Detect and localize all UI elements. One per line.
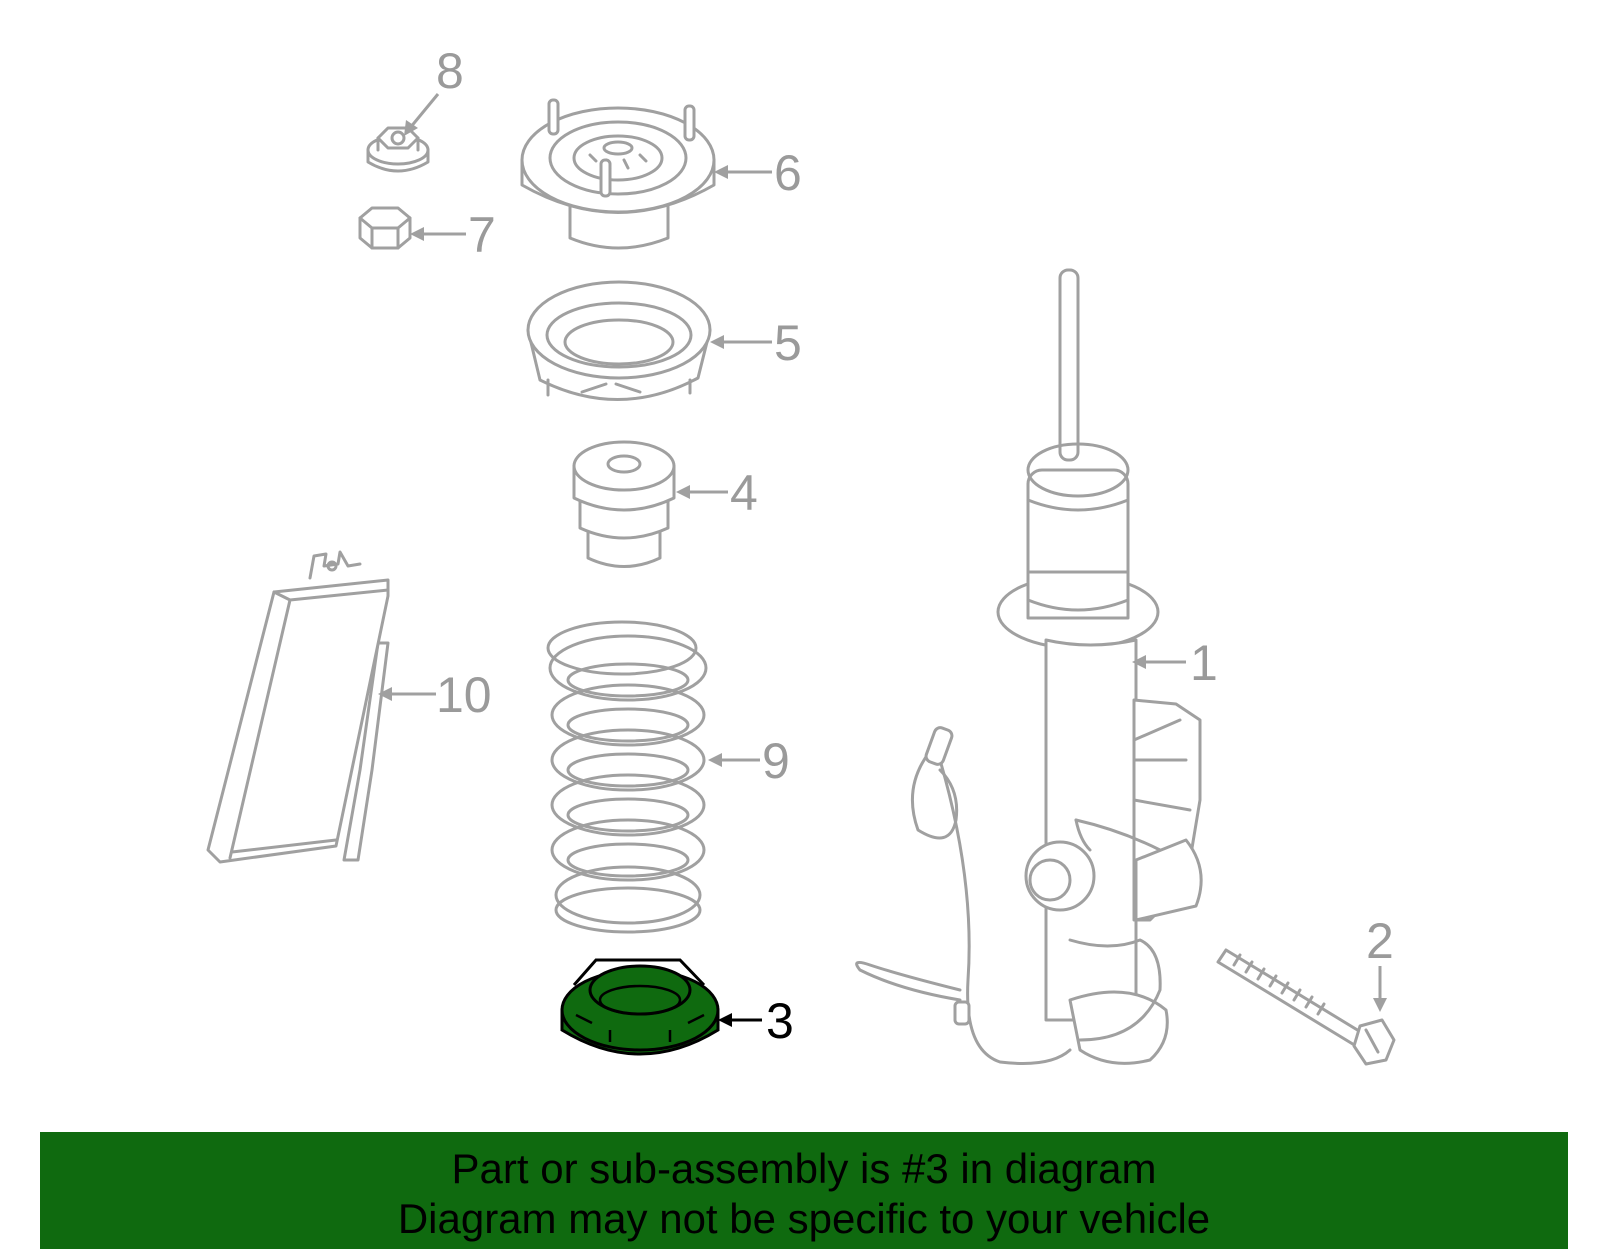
part-9-coil-spring[interactable]	[546, 620, 708, 934]
callout-10: 10	[436, 667, 492, 723]
banner-line-disclaimer: Diagram may not be specific to your vehi…	[397, 1195, 1211, 1242]
callout-8: 8	[436, 43, 464, 99]
part-2-bolt[interactable]	[1216, 948, 1396, 1066]
callout-labels: 1 2 3 4 5 6 7 8 9 10	[436, 43, 1394, 1049]
part-4-bump-stop[interactable]	[572, 440, 676, 568]
part-6-top-mount[interactable]	[520, 98, 716, 250]
parts-diagram: 1 2 3 4 5 6 7 8 9 10	[206, 43, 1396, 1066]
banner-line-part: Part or sub-assembly is #3 in diagram	[451, 1145, 1157, 1192]
callout-6: 6	[774, 145, 802, 201]
part-7-cap[interactable]	[358, 206, 412, 250]
part-5-spring-seat-upper[interactable]	[526, 280, 712, 401]
callout-7: 7	[468, 207, 496, 263]
part-1-strut-assembly[interactable]	[855, 268, 1203, 1065]
part-8-nut[interactable]	[366, 126, 430, 173]
callout-1: 1	[1190, 635, 1218, 691]
callout-5: 5	[774, 315, 802, 371]
callout-4: 4	[730, 465, 758, 521]
part-info-banner: Part or sub-assembly is #3 in diagram Di…	[40, 1132, 1568, 1249]
callout-3: 3	[766, 993, 794, 1049]
part-3-spring-seat-lower[interactable]	[560, 958, 720, 1056]
callout-leaders	[378, 93, 1387, 1027]
callout-2: 2	[1366, 913, 1394, 969]
callout-9: 9	[762, 733, 790, 789]
part-10-bracket[interactable]	[206, 550, 390, 864]
